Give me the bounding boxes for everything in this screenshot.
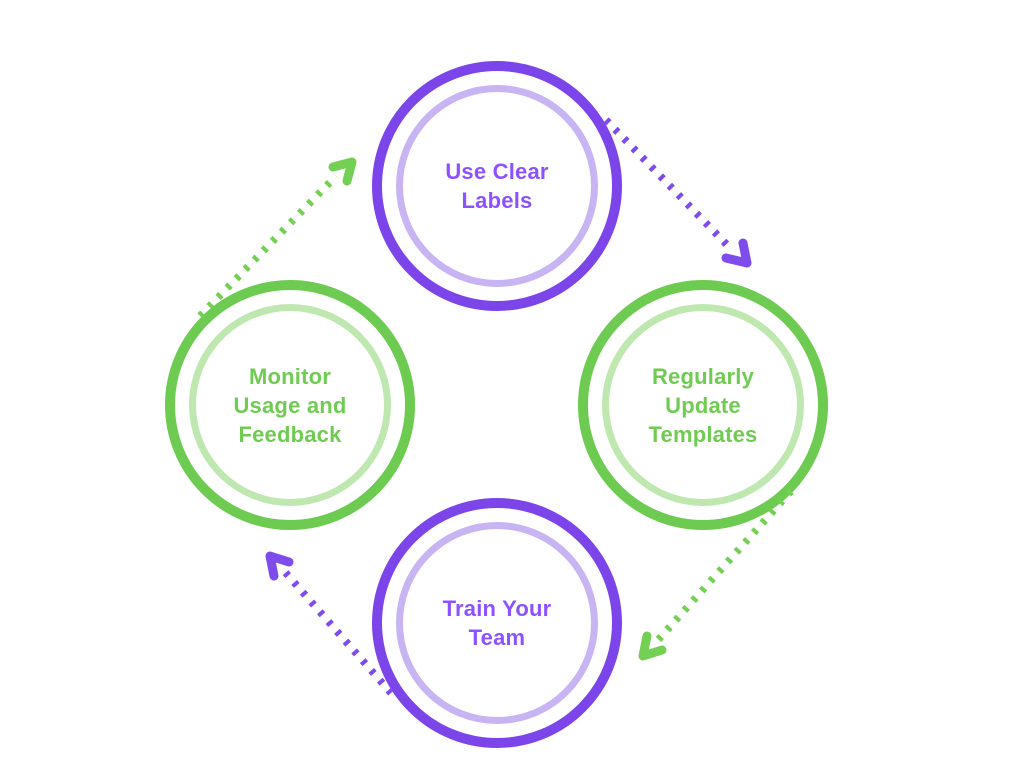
- node-label: Use Clear Labels: [372, 61, 622, 311]
- node-label-line: Labels: [461, 188, 533, 213]
- node-label-line: Templates: [648, 421, 758, 447]
- node-train-your-team: Train Your Team: [372, 498, 622, 748]
- node-regularly-update-templates: Regularly Update Templates: [578, 280, 828, 530]
- node-label-line: Update: [665, 392, 741, 418]
- node-monitor-usage-and-feedback: Monitor Usage and Feedback: [165, 280, 415, 530]
- arrowhead-icon: [265, 551, 294, 581]
- node-inner-ring: [396, 522, 598, 724]
- node-use-clear-labels: Use Clear Labels: [372, 61, 622, 311]
- arrow-top-to-right: [603, 117, 752, 268]
- node-label-line: Regularly: [651, 363, 755, 389]
- arrow-dotted-line: [603, 117, 734, 252]
- node-label-line: Use Clear: [445, 159, 549, 184]
- node-label: Monitor Usage and Feedback: [165, 280, 415, 530]
- arrowhead-icon: [328, 157, 357, 186]
- node-label-line: Feedback: [238, 421, 342, 447]
- node-label-line: Monitor: [248, 363, 332, 389]
- node-label-line: Team: [468, 625, 526, 650]
- node-label: Regularly Update Templates: [578, 280, 828, 530]
- node-label-line: Usage and: [233, 392, 347, 418]
- arrowhead-icon: [721, 238, 752, 268]
- node-label: Train Your Team: [372, 498, 622, 748]
- node-label-line: Train Your: [442, 596, 552, 621]
- node-inner-ring: [396, 85, 598, 287]
- arrowhead-icon: [638, 631, 667, 661]
